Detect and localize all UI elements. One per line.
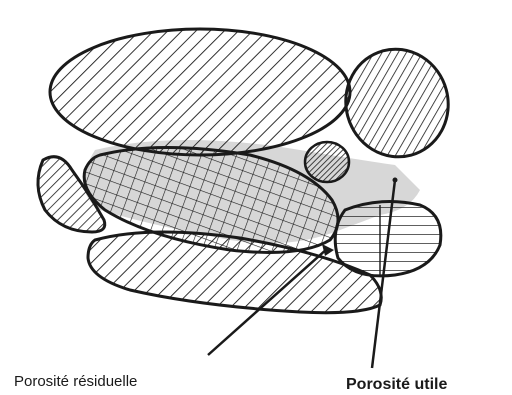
residual-porosity-label: Porosité résiduelle	[14, 373, 137, 390]
large-upper-grain	[50, 29, 350, 155]
small-dark-grain	[305, 142, 349, 182]
useful-porosity-label: Porosité utile	[346, 376, 447, 393]
upper-right-grain	[334, 38, 460, 169]
